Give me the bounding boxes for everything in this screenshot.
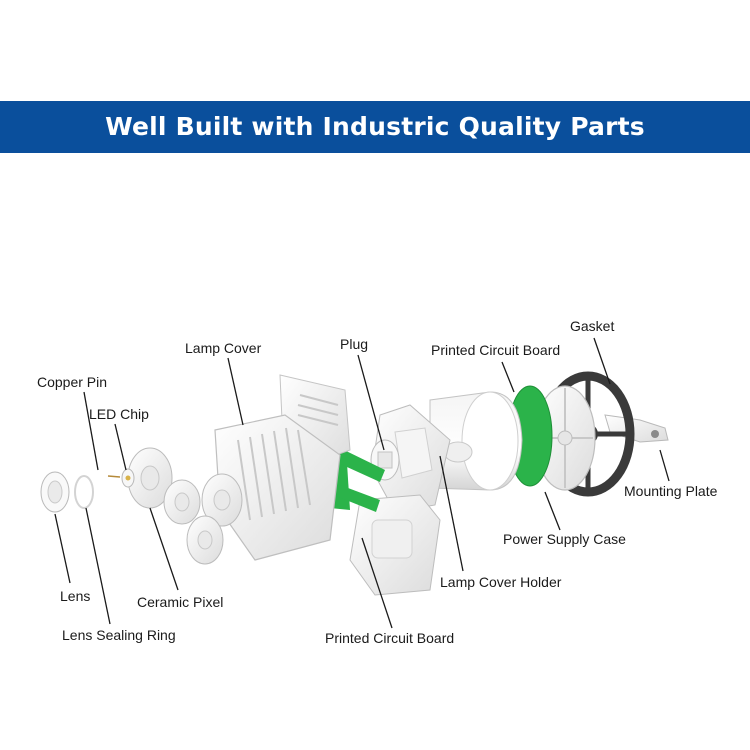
header-banner: Well Built with Industric Quality Parts <box>0 101 750 153</box>
label-led-chip: LED Chip <box>89 406 149 422</box>
label-lens-sealing-ring: Lens Sealing Ring <box>62 627 176 643</box>
lens-part <box>40 471 70 513</box>
label-plug: Plug <box>340 336 369 352</box>
mounting-plate-part <box>604 414 669 443</box>
power-supply-case-part <box>534 385 596 491</box>
label-power-supply-case: Power Supply Case <box>503 531 626 547</box>
label-mounting-plate: Mounting Plate <box>624 483 718 499</box>
housing-cylinder-part <box>429 391 523 491</box>
led-heads-part <box>127 447 243 565</box>
label-gasket: Gasket <box>570 318 615 334</box>
label-lamp-cover: Lamp Cover <box>185 340 262 356</box>
led-chip-part <box>107 468 135 488</box>
label-copper-pin: Copper Pin <box>37 374 108 390</box>
lens-sealing-ring-part <box>74 475 94 509</box>
label-printed-circuit-board-bottom: Printed Circuit Board <box>325 630 455 646</box>
lamp-cover-vents <box>237 394 339 521</box>
lamp-cover-part <box>214 374 351 561</box>
label-ceramic-pixel: Ceramic Pixel <box>137 594 224 610</box>
label-lens: Lens <box>60 588 91 604</box>
page-title: Well Built with Industric Quality Parts <box>105 112 645 141</box>
leader-lines <box>54 337 670 629</box>
label-printed-circuit-board-top: Printed Circuit Board <box>431 342 561 358</box>
label-lamp-cover-holder: Lamp Cover Holder <box>440 574 562 590</box>
